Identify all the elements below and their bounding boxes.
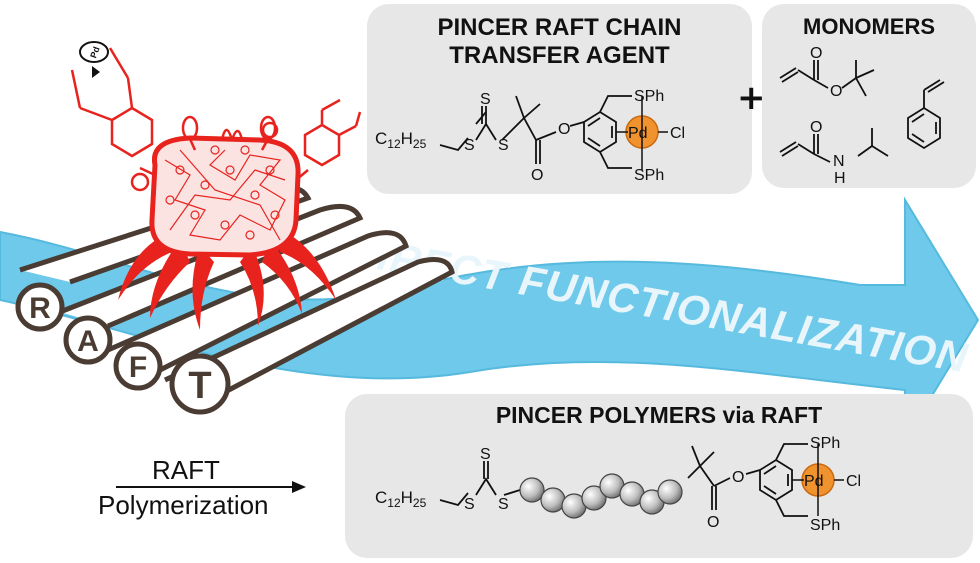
cta-panel xyxy=(367,4,752,194)
cta-title-line2: TRANSFER AGENT xyxy=(449,41,670,69)
polymer-s-top: S xyxy=(480,446,491,463)
cta-o-carbonyl: O xyxy=(531,167,543,184)
crab-legs xyxy=(118,230,336,330)
cta-o-ester: O xyxy=(558,121,570,138)
cta-s-left: S xyxy=(464,137,475,154)
raft-letter-discs: R A F T xyxy=(15,282,231,415)
roller-letter-a: A xyxy=(77,325,99,358)
pincer-crab: Pd xyxy=(70,41,362,330)
polymer-sph-bottom: SPh xyxy=(810,517,840,534)
polymer-cl: Cl xyxy=(846,473,861,490)
nipam-n: N xyxy=(833,153,845,170)
tba-o-ester: O xyxy=(830,83,842,100)
polymer-panel-title: PINCER POLYMERS via RAFT xyxy=(495,402,823,428)
monomers-panel xyxy=(762,4,976,188)
crab-pd-label: Pd xyxy=(88,45,101,59)
polymer-sph-top: SPh xyxy=(810,435,840,452)
polymer-pd: Pd xyxy=(804,473,824,490)
cta-sph-top: SPh xyxy=(634,88,664,105)
polymer-s-right: S xyxy=(498,496,509,513)
nipam-h: H xyxy=(834,170,846,187)
reaction-label-polymerization: Polymerization xyxy=(98,490,269,520)
polymer-o-ester: O xyxy=(732,469,744,486)
styrene xyxy=(907,79,945,150)
crab-body-pattern xyxy=(164,145,286,241)
cta-cl: Cl xyxy=(670,125,685,142)
crab-left-claw: Pd xyxy=(70,41,156,192)
plus-sign: + xyxy=(737,78,766,118)
cta-sph-bottom: SPh xyxy=(634,167,664,184)
roller-letter-f: F xyxy=(129,351,147,384)
cta-panel-title: PINCER RAFT CHAIN TRANSFER AGENT xyxy=(367,14,752,69)
roller-f-disc xyxy=(113,341,163,391)
roller-letter-t: T xyxy=(188,365,211,407)
polymer-panel xyxy=(345,394,973,558)
cta-pd: Pd xyxy=(628,125,648,142)
polymer-beads xyxy=(519,473,683,519)
crab-right-claw xyxy=(261,98,362,181)
nipam-o: O xyxy=(810,119,822,136)
tert-butyl-acrylate xyxy=(779,60,875,97)
polymer-chain-c: C12H25 xyxy=(375,488,427,510)
roller-a-disc xyxy=(63,315,113,365)
tba-o-carbonyl: O xyxy=(810,45,822,62)
roller-letter-r: R xyxy=(29,292,51,325)
cta-s-right: S xyxy=(498,137,509,154)
polymer-s-left: S xyxy=(464,496,475,513)
polymer-o-carbonyl: O xyxy=(707,514,719,531)
roller-r-disc xyxy=(15,282,65,332)
monomers-title: MONOMERS xyxy=(803,14,935,39)
cta-s-top: S xyxy=(480,91,491,108)
reaction-label-raft: RAFT xyxy=(152,455,220,485)
roller-t-disc xyxy=(169,353,231,415)
n-isopropylacrylamide xyxy=(779,128,889,163)
cta-title-line1: PINCER RAFT CHAIN xyxy=(437,14,682,41)
cta-chain-c: C12H25 xyxy=(375,129,427,151)
